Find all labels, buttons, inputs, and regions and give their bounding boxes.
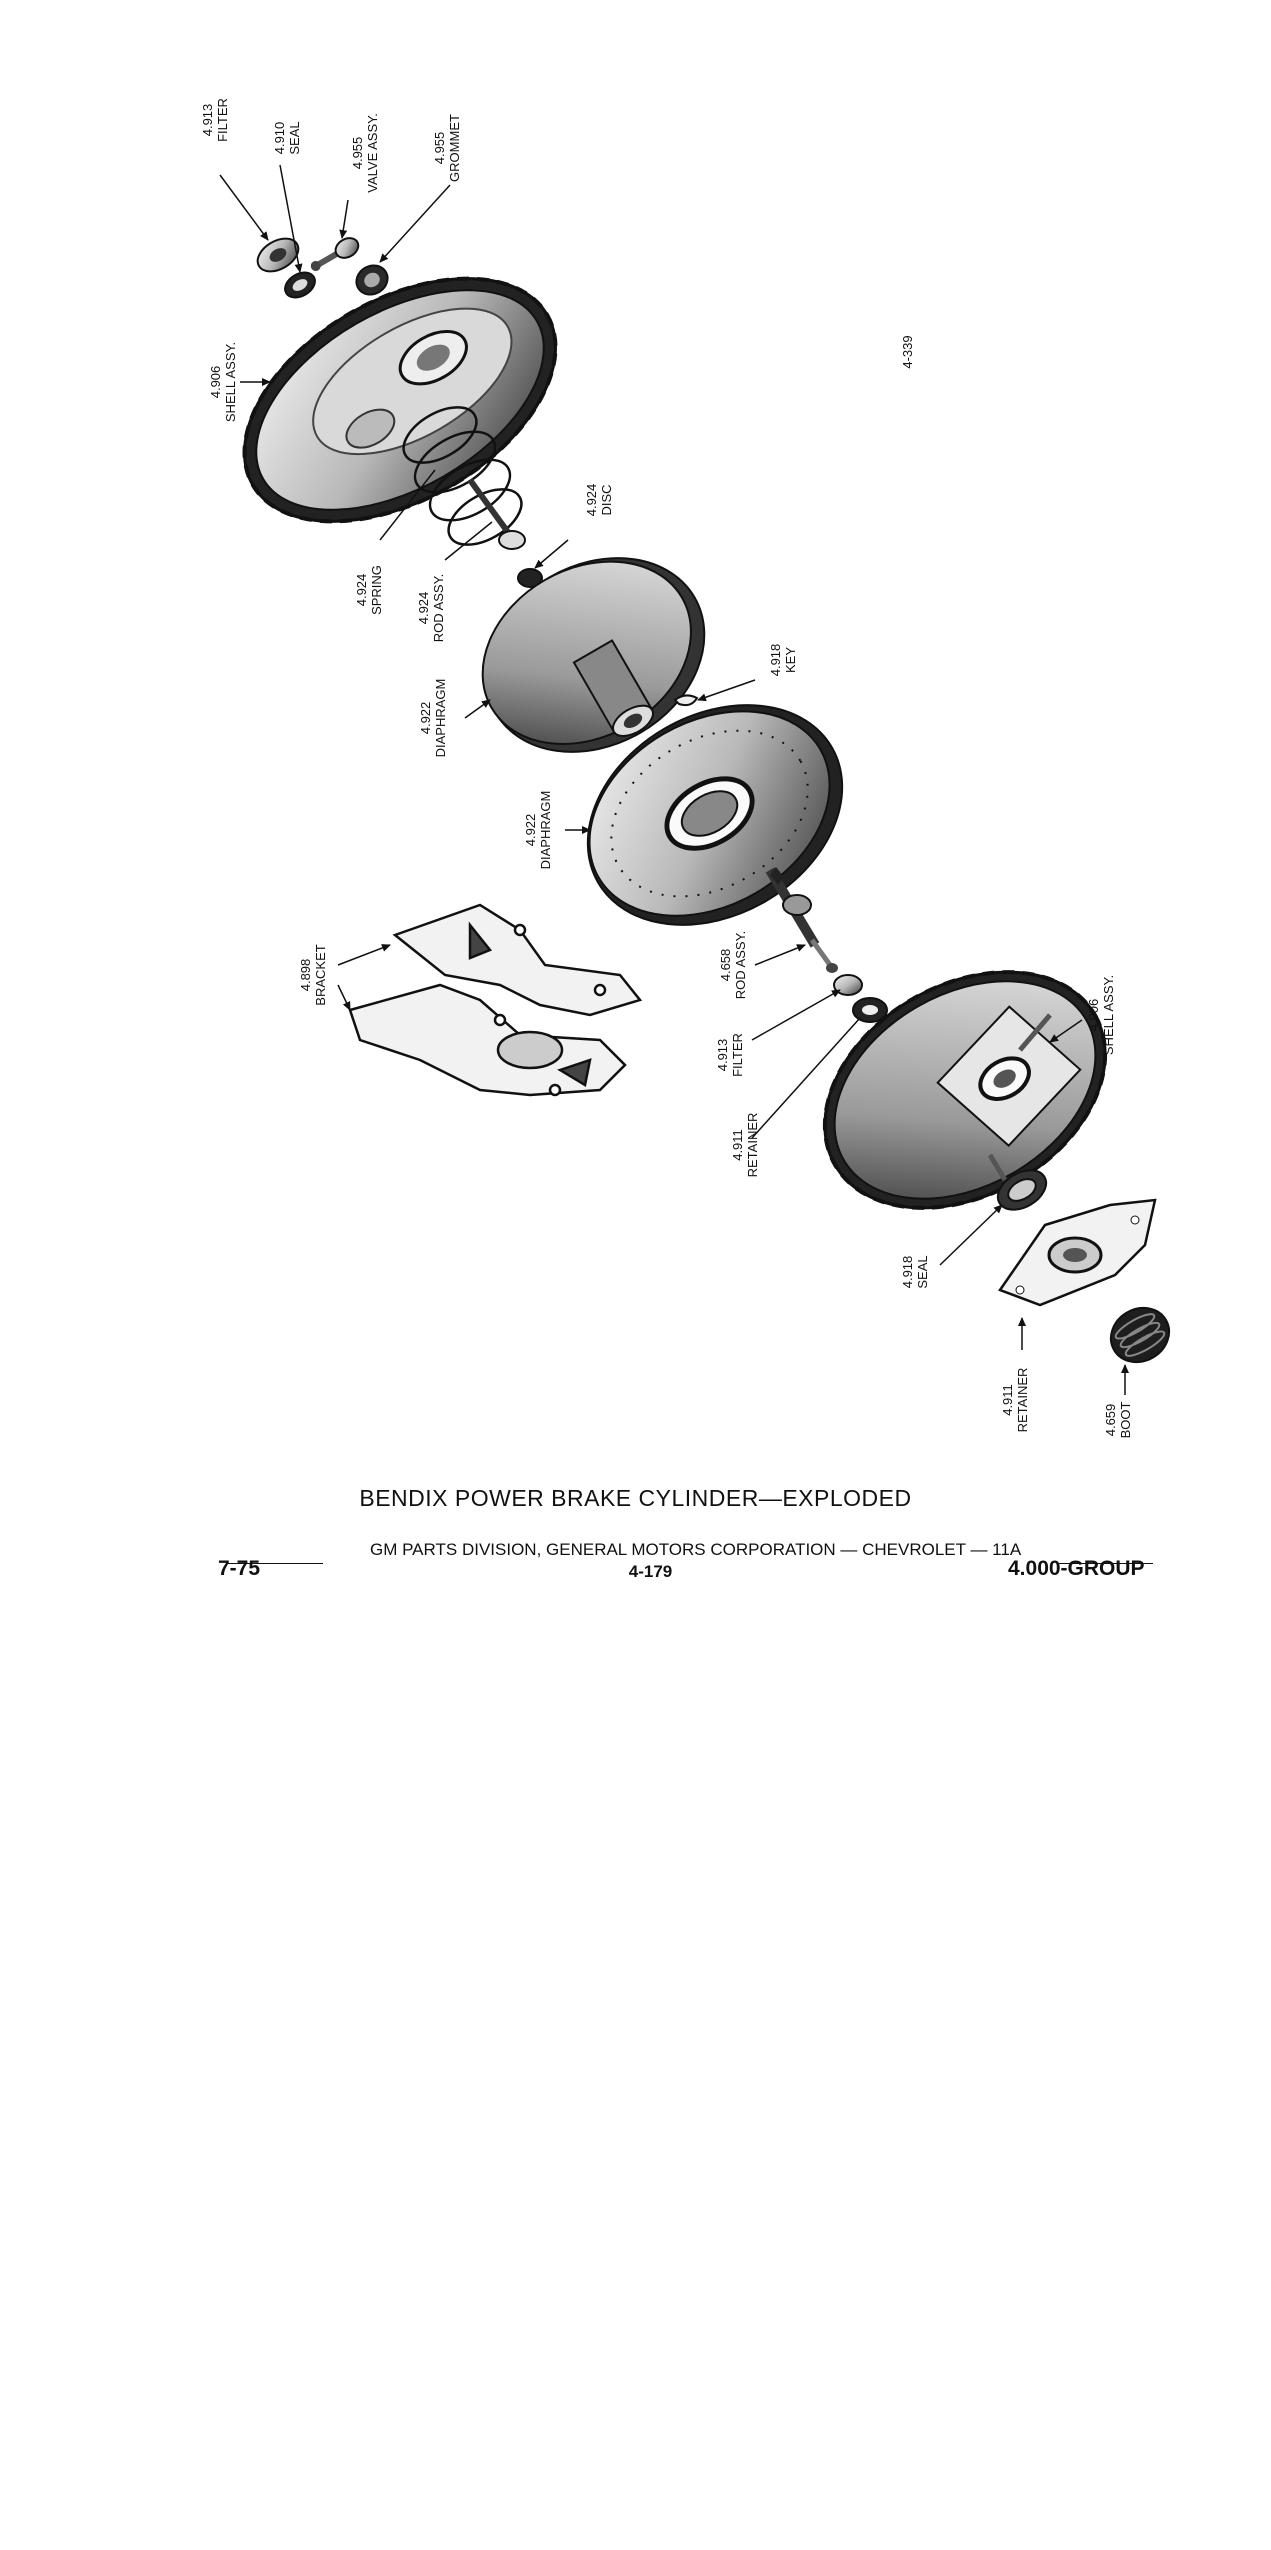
filter-top-part <box>256 237 300 273</box>
shell-assy-top-part <box>242 276 558 524</box>
label-filter-bottom: 4.913FILTER <box>715 1033 745 1077</box>
key-part <box>673 694 699 707</box>
figure-caption: BENDIX POWER BRAKE CYLINDER—EXPLODED <box>359 1485 912 1511</box>
label-disc: 4.924DISC <box>584 484 614 517</box>
diaphragm-2-part <box>586 704 844 926</box>
label-grommet: 4.955GROMMET <box>432 114 462 182</box>
spring-part <box>402 406 523 546</box>
valve-assy-part <box>310 237 360 271</box>
label-shell-assy-top: 4.906SHELL ASSY. <box>208 342 238 422</box>
label-spring: 4.924SPRING <box>354 565 384 615</box>
label-valve-assy: 4.955VALVE ASSY. <box>350 113 380 193</box>
footer-group: 4.000-GROUP <box>1008 1557 1145 1580</box>
label-diaphragm-2: 4.922DIAPHRAGM <box>523 791 553 870</box>
disc-part <box>517 568 543 588</box>
label-seal-bottom: 4.918SEAL <box>900 1255 930 1288</box>
label-bracket: 4.898BRACKET <box>298 944 328 1005</box>
figure-id: 4-339 <box>900 335 915 368</box>
label-boot: 4.659BOOT <box>1103 1402 1133 1439</box>
footer-publisher: GM PARTS DIVISION, GENERAL MOTORS CORPOR… <box>370 1540 1022 1559</box>
footer-date: 7-75 <box>218 1557 261 1580</box>
label-rod-assy-top: 4.924ROD ASSY. <box>416 574 446 642</box>
bracket-part <box>348 903 643 1097</box>
callout-labels: 4.913FILTER 4.910SEAL 4.955VALVE ASSY. 4… <box>200 98 1133 1438</box>
label-filter-top: 4.913FILTER <box>200 98 230 142</box>
leader-lines <box>219 164 1129 1395</box>
seal-bottom-part <box>996 1169 1048 1211</box>
rod-assy-bottom-part <box>765 867 838 973</box>
boot-part <box>1109 1306 1171 1364</box>
label-diaphragm-1: 4.922DIAPHRAGM <box>418 679 448 758</box>
filter-bottom-part <box>833 974 863 996</box>
grommet-part <box>355 264 389 296</box>
shell-assy-bottom-part <box>822 970 1108 1210</box>
footer-rule-right <box>1058 1563 1153 1564</box>
label-shell-assy-bottom: 4.906SHELL ASSY. <box>1086 975 1116 1055</box>
label-retainer-2: 4.911RETAINER <box>1000 1368 1030 1433</box>
label-seal-top: 4.910SEAL <box>272 121 302 154</box>
label-key: 4.918KEY <box>768 644 798 677</box>
shell-stud-1 <box>1018 1013 1052 1052</box>
retainer-2-part <box>998 1198 1157 1307</box>
label-retainer-1: 4.911RETAINER <box>730 1113 760 1178</box>
seal-top-part <box>284 271 316 299</box>
shell-stud-2 <box>987 1153 1008 1182</box>
rod-assy-top-part <box>467 478 526 550</box>
footer-rule-left <box>228 1563 323 1564</box>
label-rod-assy-bottom: 4.658ROD ASSY. <box>718 931 748 999</box>
footer-page-number: 4-179 <box>628 1562 673 1581</box>
retainer-1-part <box>852 997 888 1023</box>
diaphragm-1-part <box>481 557 706 753</box>
